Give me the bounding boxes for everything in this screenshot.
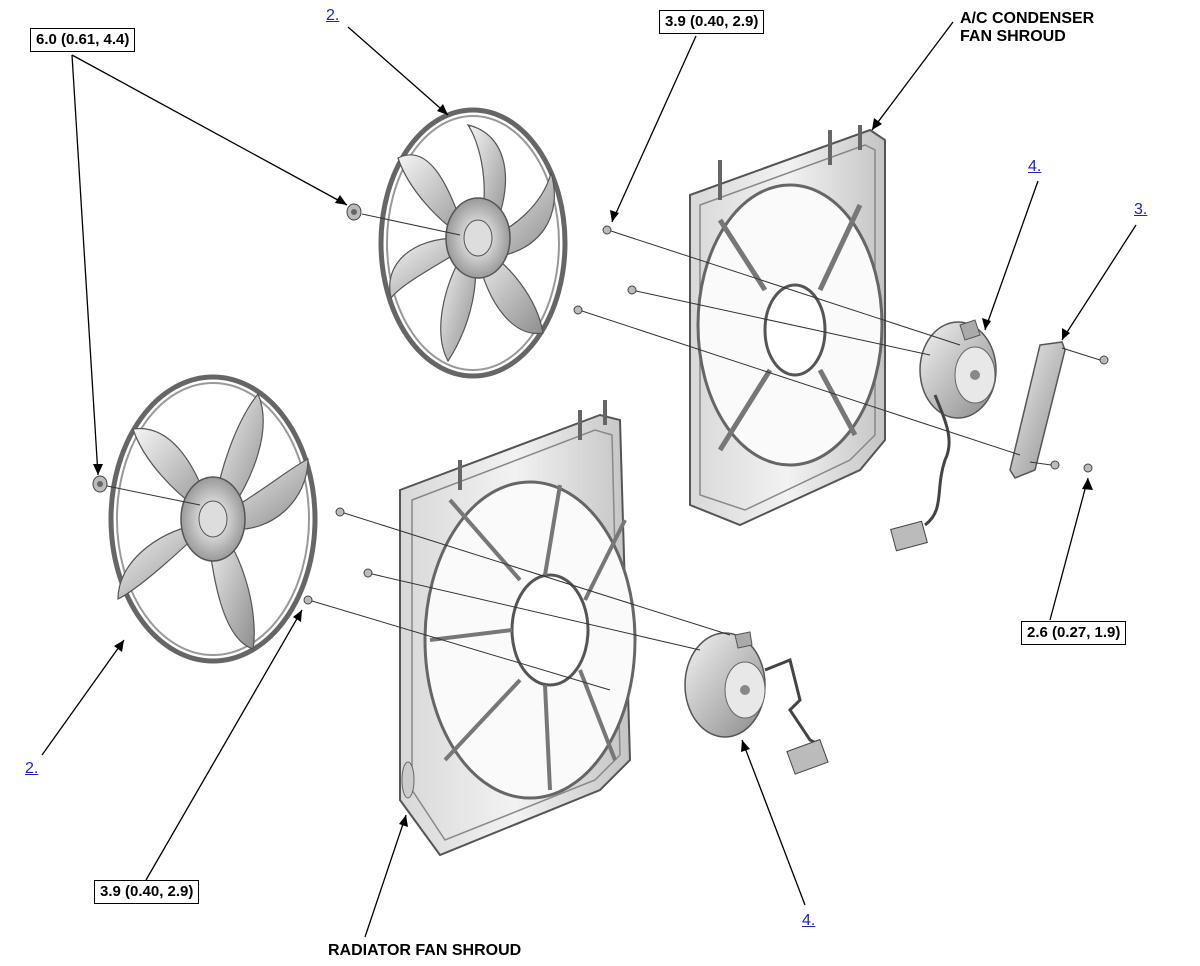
ac-condenser-fan-shroud: [689, 125, 886, 527]
fan-control-resistor: [1009, 341, 1066, 479]
ref-link-fan-lower[interactable]: 2.: [25, 760, 39, 777]
leader-lines: [41, 21, 1137, 938]
label-ac-condenser-fan-shroud: A/C CONDENSER FAN SHROUD: [960, 10, 1094, 46]
leader-arrowheads: [93, 104, 1093, 827]
bolts: [303, 225, 1109, 605]
ref-link-fan-upper[interactable]: 2.: [326, 7, 340, 24]
fan-nut-lower: [92, 475, 108, 493]
ref-link-motor-lower[interactable]: 4.: [802, 912, 816, 929]
ac-condenser-fan: [378, 107, 568, 379]
label-ac-line1: A/C CONDENSER: [960, 10, 1095, 27]
ac-fan-motor: [890, 319, 997, 552]
ref-link-resistor[interactable]: 3.: [1134, 201, 1148, 218]
radiator-fan-shroud: [399, 400, 637, 857]
radiator-fan: [108, 374, 318, 664]
ref-link-motor-upper[interactable]: 4.: [1028, 158, 1042, 175]
label-ac-line2: FAN SHROUD: [960, 28, 1066, 45]
torque-spec-ac-shroud-bolt: 3.9 (0.40, 2.9): [659, 10, 765, 34]
torque-spec-fan-nut: 6.0 (0.61, 4.4): [30, 28, 136, 52]
radiator-fan-motor: [684, 631, 829, 775]
torque-spec-bracket-bolt: 2.6 (0.27, 1.9): [1021, 621, 1127, 645]
fan-nut-upper: [346, 203, 362, 221]
alignment-lines: [106, 213, 1101, 691]
label-radiator-fan-shroud: RADIATOR FAN SHROUD: [328, 942, 522, 959]
torque-spec-radiator-shroud-bolt: 3.9 (0.40, 2.9): [94, 880, 200, 904]
